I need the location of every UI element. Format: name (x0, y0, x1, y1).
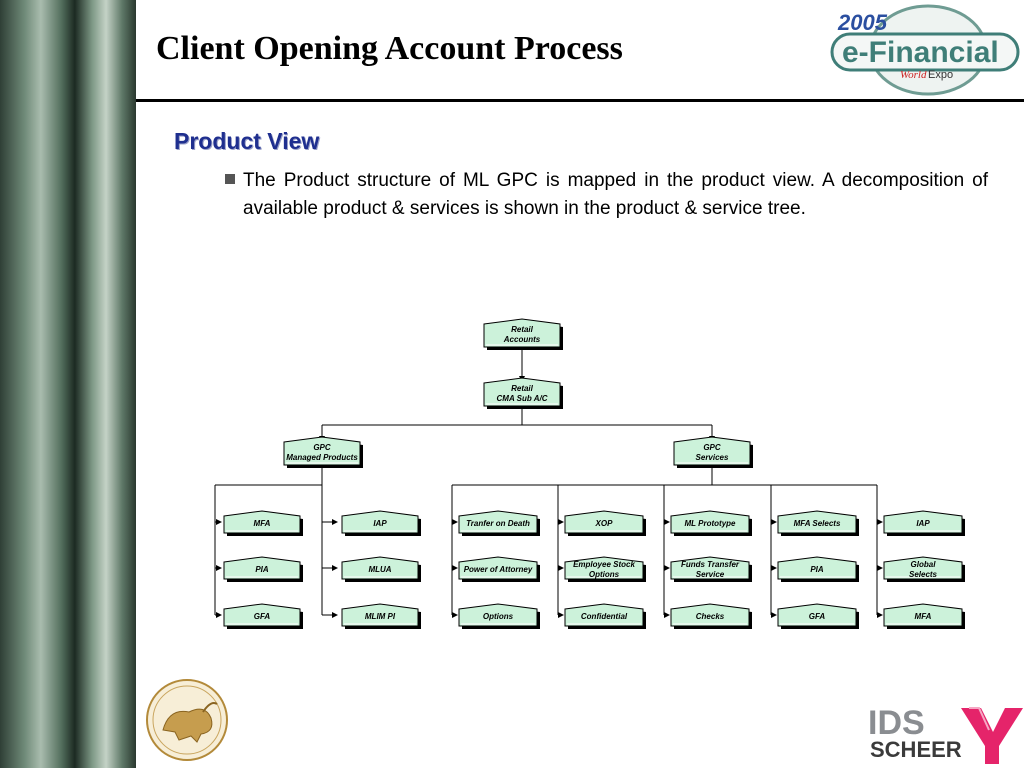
node-service-3-1-label: PIA (810, 565, 824, 574)
node-service-2-0-label: ML Prototype (685, 519, 737, 528)
node-service-4-2-label: MFA (915, 612, 932, 621)
arrowhead-icon (452, 519, 458, 525)
node-retail-accounts-label: Accounts (503, 335, 541, 344)
node-service-1-0: XOP (564, 510, 646, 536)
slide-title: Client Opening Account Process (156, 30, 623, 67)
arrowhead-icon (771, 565, 777, 571)
logo-year: 2005 (837, 10, 888, 35)
arrowhead-icon (558, 612, 564, 618)
arrowhead-icon (664, 612, 670, 618)
node-service-2-1-label: Service (696, 570, 725, 579)
node-service-1-0-label: XOP (595, 519, 614, 528)
arrowhead-icon (332, 565, 338, 571)
node-service-3-0: MFA Selects (777, 510, 859, 536)
scheer-logo-text: SCHEER (870, 737, 962, 762)
node-service-3-1: PIA (777, 556, 859, 582)
arrowhead-icon (332, 612, 338, 618)
node-gpc-managed-products-label: Managed Products (286, 453, 358, 462)
node-service-0-1: Power of Attorney (458, 556, 540, 582)
arrowhead-icon (558, 565, 564, 571)
node-service-3-2-label: GFA (809, 612, 826, 621)
node-managed-col2-1: MLUA (341, 556, 421, 582)
node-gpc-managed-products-label: GPC (313, 443, 331, 452)
bullet-text: The Product structure of ML GPC is mappe… (243, 170, 988, 219)
arrowhead-icon (558, 519, 564, 525)
node-service-0-0: Tranfer on Death (458, 510, 540, 536)
section-heading: Product View (174, 128, 320, 154)
node-managed-col2-0: IAP (341, 510, 421, 536)
node-service-4-0: IAP (883, 510, 965, 536)
logo-sub-expo: Expo (928, 69, 953, 81)
node-gpc-services-label: GPC (703, 443, 721, 452)
node-managed-col2-1-label: MLUA (368, 565, 391, 574)
node-service-0-1-label: Power of Attorney (464, 565, 533, 574)
arrowhead-icon (216, 612, 222, 618)
node-service-1-2: Confidential (564, 603, 646, 629)
node-retail-cma-sub-label: CMA Sub A/C (497, 394, 548, 403)
arrowhead-icon (664, 519, 670, 525)
node-service-0-0-label: Tranfer on Death (466, 519, 530, 528)
node-service-2-2-label: Checks (696, 612, 725, 621)
node-gpc-services-label: Services (696, 453, 729, 462)
bull-emblem-logo (146, 679, 228, 761)
node-service-2-0: ML Prototype (670, 510, 752, 536)
node-service-1-2-label: Confidential (581, 612, 628, 621)
node-managed-col1-2: GFA (223, 603, 303, 629)
node-service-3-0-label: MFA Selects (794, 519, 841, 528)
node-service-0-2: Options (458, 603, 540, 629)
arrowhead-icon (216, 565, 222, 571)
node-managed-col2-0-label: IAP (373, 519, 387, 528)
logo-sub-world: World (900, 69, 927, 81)
node-managed-col1-1: PIA (223, 556, 303, 582)
arrowhead-icon (452, 565, 458, 571)
arrowhead-icon (664, 565, 670, 571)
ids-logo-text: IDS (868, 704, 925, 742)
node-service-1-1-label: Employee Stock (573, 560, 635, 569)
arrowhead-icon (216, 519, 222, 525)
decorative-bamboo-sidebar (0, 0, 136, 768)
node-service-2-1-label: Funds Transfer (681, 560, 740, 569)
node-service-1-1-label: Options (589, 570, 620, 579)
node-service-3-2: GFA (777, 603, 859, 629)
arrowhead-icon (771, 519, 777, 525)
node-service-4-0-label: IAP (916, 519, 930, 528)
node-service-2-2: Checks (670, 603, 752, 629)
title-divider (136, 99, 1024, 102)
node-service-4-1-label: Selects (909, 570, 938, 579)
node-managed-col2-2-label: MLIM PI (365, 612, 396, 621)
node-managed-col2-2: MLIM PI (341, 603, 421, 629)
arrowhead-icon (877, 519, 883, 525)
logo-name: e-Financial (842, 36, 999, 69)
arrowhead-icon (452, 612, 458, 618)
e-financial-expo-logo: 2005 e-Financial World Expo (830, 4, 1020, 96)
arrowhead-icon (877, 612, 883, 618)
bullet-square-icon (225, 174, 235, 184)
node-managed-col1-0-label: MFA (254, 519, 271, 528)
node-managed-col1-0: MFA (223, 510, 303, 536)
arrowhead-icon (771, 612, 777, 618)
node-retail-accounts-label: Retail (511, 325, 534, 334)
node-managed-col1-2-label: GFA (254, 612, 271, 621)
node-service-4-2: MFA (883, 603, 965, 629)
node-retail-cma-sub-label: Retail (511, 384, 534, 393)
ids-scheer-logo-mark (961, 707, 1023, 764)
arrowhead-icon (877, 565, 883, 571)
node-service-0-2-label: Options (483, 612, 514, 621)
arrowhead-icon (332, 519, 338, 525)
node-service-4-1-label: Global (911, 560, 937, 569)
node-managed-col1-1-label: PIA (255, 565, 269, 574)
